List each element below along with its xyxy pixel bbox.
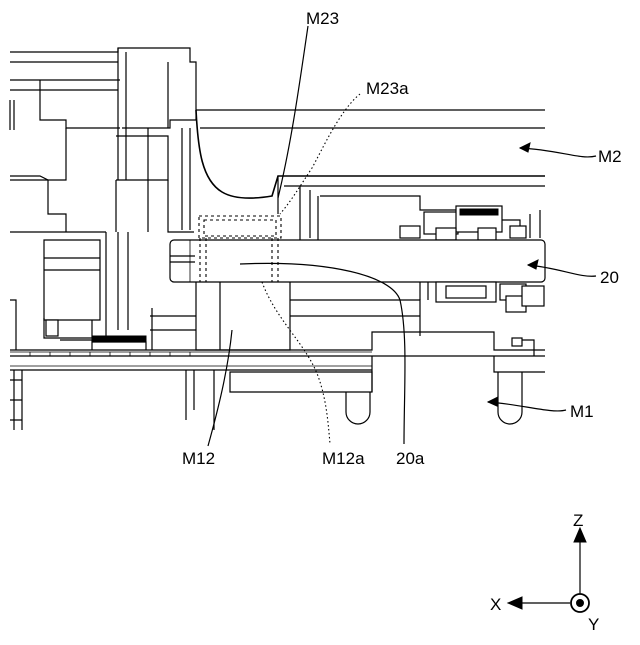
m1-leader — [488, 402, 566, 411]
label-20: 20 — [600, 268, 619, 287]
part-m1 — [10, 332, 545, 430]
axis-indicator: Z X Y — [490, 511, 599, 634]
label-m12a: M12a — [322, 449, 365, 468]
label-m23a: M23a — [366, 79, 409, 98]
m23-leader — [278, 26, 308, 198]
left-lower-structure — [10, 232, 146, 350]
m2-leader — [520, 148, 596, 157]
label-m12: M12 — [182, 449, 215, 468]
label-m23: M23 — [306, 9, 339, 28]
board-20 — [170, 240, 545, 282]
lower-components — [420, 282, 544, 312]
x-arrow-icon — [508, 597, 522, 609]
label-20a: 20a — [396, 449, 425, 468]
z-arrow-icon — [574, 528, 586, 542]
axis-label-y: Y — [588, 615, 599, 634]
20a-leader — [240, 263, 405, 444]
label-m2: M2 — [598, 147, 622, 166]
upper-plate — [310, 190, 540, 240]
axis-label-z: Z — [573, 511, 583, 530]
y-axis-dot-icon — [577, 600, 584, 607]
axis-label-x: X — [490, 595, 501, 614]
part-m12 — [150, 282, 420, 350]
label-m1: M1 — [570, 402, 594, 421]
m12a-leader — [262, 282, 330, 444]
